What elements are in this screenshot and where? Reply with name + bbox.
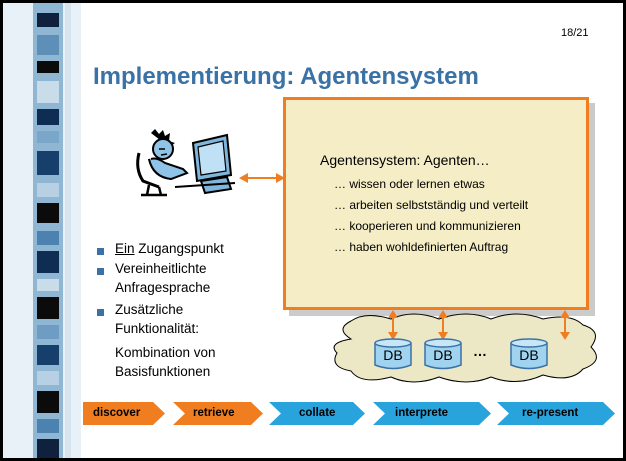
agent-item-1: … wissen oder lernen etwas (334, 177, 485, 191)
agent-item-2: … arbeiten selbstständig und verteilt (334, 198, 529, 212)
database-icon (510, 338, 548, 370)
slide: 18/21 Implementierung: Agentensystem Age… (3, 3, 623, 458)
agent-system-box: Agentensystem: Agenten… … wissen oder le… (283, 97, 589, 310)
process-step-retrieve: retrieve (193, 407, 235, 419)
slide-title: Implementierung: Agentensystem (93, 63, 479, 90)
bullet-access-point-underlined: Ein (115, 241, 135, 256)
bullet-marker (97, 309, 104, 316)
bullet-marker (97, 268, 104, 275)
db-label-3: DB (519, 347, 539, 363)
agent-item-3: … kooperieren und kommunizieren (334, 219, 521, 233)
db-ellipsis: … (473, 343, 487, 359)
database-icon (374, 338, 412, 370)
bullet-functionality-line2: Funktionalität: (115, 321, 200, 336)
process-step-collate: collate (299, 407, 336, 419)
sub-bullet-combination-line1: Kombination von (115, 345, 216, 360)
user-at-computer-icon (136, 129, 236, 197)
bullet-access-point: Ein Zugangspunkt (115, 239, 224, 258)
database-icon (424, 338, 462, 370)
process-step-re-present: re-present (522, 407, 579, 419)
sub-bullet-combination-line2: Basisfunktionen (115, 364, 211, 379)
process-step-discover: discover (93, 407, 141, 419)
connection-double-arrow (239, 173, 285, 183)
agent-system-heading: Agentensystem: Agenten… (320, 152, 490, 168)
db-label-2: DB (433, 347, 453, 363)
process-chevrons (83, 402, 615, 425)
bullet-query-language-line1: Vereinheitlichte (115, 261, 207, 276)
agent-item-4: … haben wohldefinierten Auftrag (334, 240, 509, 254)
bullet-functionality-line1: Zusätzliche (115, 302, 184, 317)
db-label-1: DB (383, 347, 403, 363)
bullet-access-point-rest: Zugangspunkt (134, 241, 224, 256)
bullet-query-language-line2: Anfragesprache (115, 280, 211, 295)
bullet-marker (97, 248, 104, 255)
db-connection-arrows (388, 310, 570, 340)
process-step-interprete: interprete (395, 407, 449, 419)
page-number: 18/21 (561, 27, 589, 39)
decorative-side-stripe (3, 3, 81, 458)
